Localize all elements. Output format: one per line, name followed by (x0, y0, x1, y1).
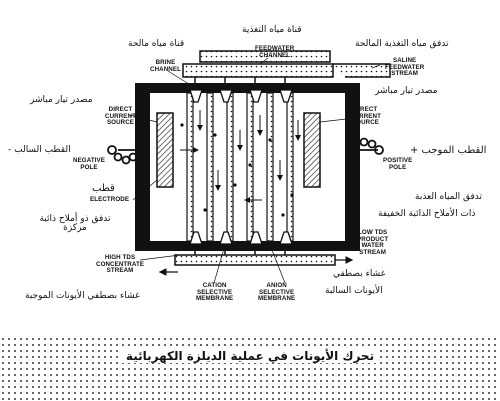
label-ar-low-tds-stream-1: تدفق المياه العذبة (415, 192, 483, 202)
label-ar-electrode: قطب (92, 183, 115, 194)
label-ar-anion-membrane-2: الأيونات السالبة (325, 286, 383, 296)
top-channels (182, 50, 391, 90)
positive-pole (351, 137, 384, 155)
label-ar-feedwater-channel: قناة مياه التغذية (242, 25, 302, 35)
label-ar-negative-pole: القطب السالب - (8, 145, 71, 155)
electrode-left (156, 112, 174, 188)
negative-pole (107, 145, 138, 165)
electrodialysis-diagram (107, 50, 391, 284)
label-ar-saline-feedwater-stream: تدفق مياه التغذية المالحة (355, 39, 449, 49)
electrodialysis-tank (135, 83, 360, 251)
label-ar-high-tds-stream: تدفق ذو أملاح ذائبة مركزة (39, 214, 111, 234)
label-ar-positive-pole: القطب الموجب + (410, 145, 487, 156)
label-ar-brine-channel: قناة مياه مالحة (128, 39, 185, 49)
label-ar-dc-source-right: مصدر تيار مباشر (375, 86, 438, 96)
caption-band (0, 336, 500, 401)
bottom-pipes (158, 244, 354, 276)
label-ar-cation-membrane: غشاء بصطفي الأيونات الموجبة (25, 291, 140, 301)
leader-lines (129, 57, 381, 284)
label-ar-dc-source-left: مصدر تيار مباشر (30, 95, 93, 105)
label-ar-anion-membrane: غشاء بصطفي (333, 269, 386, 279)
figure-caption: تحرك الأيونات في عملية الديلزة الكهربائي… (0, 349, 500, 363)
electrode-right (303, 112, 321, 188)
label-ar-low-tds-stream-2: ذات الأملاح الذائبة الخفيفة (378, 209, 476, 219)
label-electrode: ELECTRODE (90, 196, 130, 203)
